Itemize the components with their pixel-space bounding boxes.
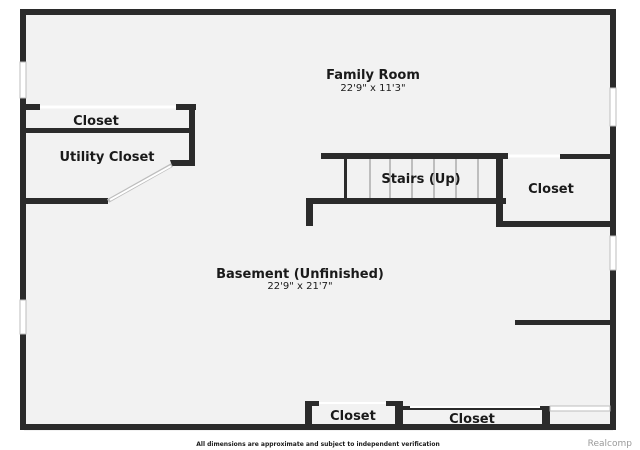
outer-wall-bottom: [20, 424, 616, 430]
stairs-left-post: [306, 198, 313, 226]
outer-wall-top: [20, 9, 616, 15]
room-label-basement: Basement (Unfinished): [216, 267, 384, 282]
windows: [19, 61, 617, 335]
room-label-stairs: Stairs (Up): [381, 172, 460, 187]
bottom-closet-divider-2: [542, 406, 550, 430]
bottom-closet-left-wall: [305, 401, 312, 430]
room-dims-basement: 22'9" x 21'7": [267, 281, 332, 292]
utility-door-diagonal-inner: [109, 165, 172, 201]
utility-bottom-wall: [20, 198, 108, 204]
closet-divider-wall: [20, 128, 194, 133]
room-label-closet-right: Closet: [528, 182, 574, 197]
utility-diagonal-wall: [170, 160, 195, 166]
right-partition-wall: [515, 320, 613, 325]
utility-closet-walls: [20, 104, 196, 204]
window-right-upper: [609, 87, 617, 127]
room-label-utility-closet: Utility Closet: [59, 150, 154, 165]
window-right-lower: [609, 235, 617, 271]
outer-wall-left: [20, 9, 26, 430]
right-closet-top-wall: [560, 154, 616, 159]
utility-right-wall: [189, 104, 195, 166]
stairs-bottom-wall: [306, 198, 506, 204]
window-left-lower: [19, 299, 27, 335]
closet-top-wall-right: [176, 104, 196, 110]
window-left-upper: [19, 61, 27, 99]
room-label-closet-bottom-1: Closet: [330, 409, 376, 424]
closet-top-wall: [20, 104, 40, 110]
outer-walls: [20, 9, 616, 430]
right-closet-left-wall: [496, 155, 503, 226]
stair-treads: [369, 159, 479, 198]
room-label-closet-bottom-2: Closet: [449, 412, 495, 427]
footer-disclaimer: All dimensions are approximate and subje…: [196, 441, 439, 448]
outer-wall-right: [610, 9, 616, 430]
brand-watermark: Realcomp: [588, 439, 633, 449]
room-dims-family-room: 22'9" x 11'3": [340, 83, 405, 94]
room-label-closet-upper-left: Closet: [73, 114, 119, 129]
stairs-top-wall: [321, 153, 508, 159]
right-closet-walls: [496, 154, 616, 325]
bottom-closet-top-mid: [386, 401, 403, 406]
bottom-closet-divider-1: [395, 401, 403, 430]
stairs-structure: [306, 153, 508, 226]
right-closet-bottom-wall: [496, 221, 616, 227]
stairs-inner-wall: [344, 157, 347, 201]
bottom-right-window: [549, 405, 611, 412]
bottom-closet-top-left: [305, 401, 319, 406]
room-label-family-room: Family Room: [326, 68, 420, 83]
